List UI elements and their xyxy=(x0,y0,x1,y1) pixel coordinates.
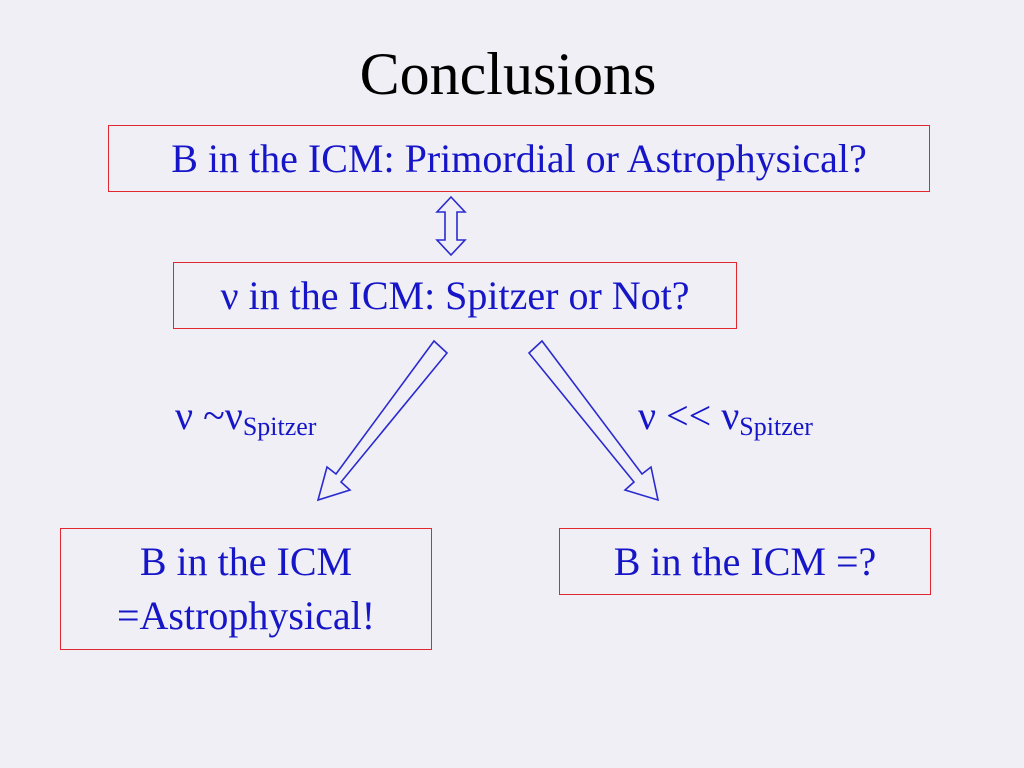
condition-right-sub: Spitzer xyxy=(739,412,813,441)
condition-left-main: ν ~ν xyxy=(175,393,243,438)
condition-left-sub: Spitzer xyxy=(242,412,317,441)
question-box-magnetic-field-text: B in the ICM: Primordial or Astrophysica… xyxy=(171,135,867,181)
up-down-arrow-icon xyxy=(435,195,467,257)
result-box-astrophysical: B in the ICM =Astrophysical! xyxy=(60,528,432,650)
down-right-arrow-icon xyxy=(527,339,660,502)
page-title: Conclusions xyxy=(359,41,657,107)
question-box-viscosity: ν in the ICM: Spitzer or Not? xyxy=(173,262,737,329)
down-left-arrow-icon xyxy=(316,339,449,502)
result-box-unknown: B in the ICM =? xyxy=(559,528,931,595)
result-box-astrophysical-line2: =Astrophysical! xyxy=(116,593,376,638)
question-box-magnetic-field: B in the ICM: Primordial or Astrophysica… xyxy=(108,125,930,192)
result-box-astrophysical-line1: B in the ICM xyxy=(139,539,353,584)
condition-right-main: ν << ν xyxy=(638,393,740,438)
result-box-unknown-text: B in the ICM =? xyxy=(613,538,877,584)
condition-left-label: ν ~νSpitzer xyxy=(175,392,316,440)
question-box-viscosity-text: ν in the ICM: Spitzer or Not? xyxy=(220,272,690,318)
condition-right-label: ν << νSpitzer xyxy=(638,392,813,440)
